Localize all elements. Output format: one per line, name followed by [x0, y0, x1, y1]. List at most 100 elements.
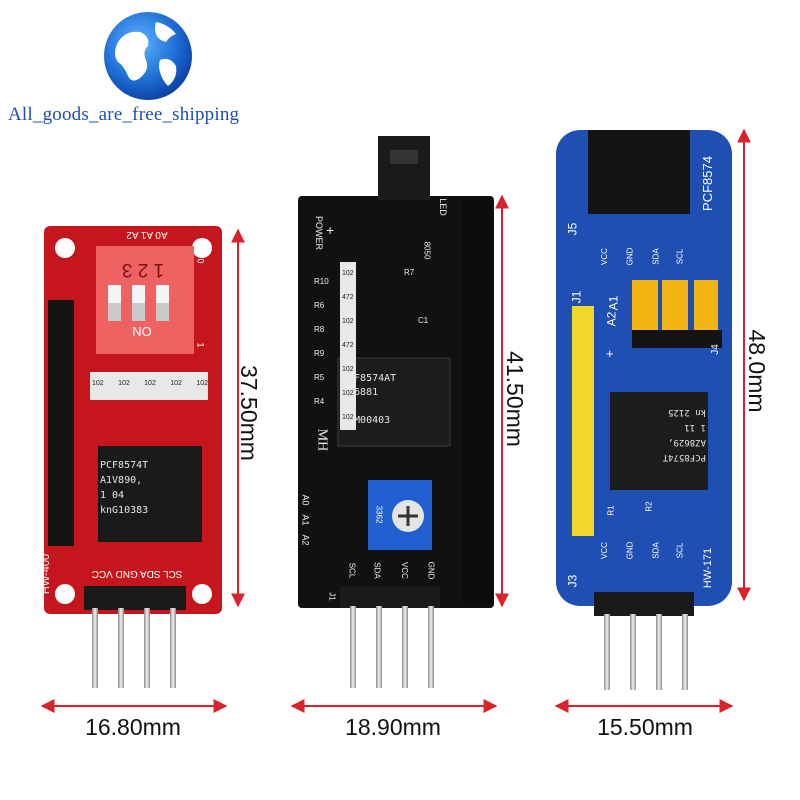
resistor-name: R9 [314, 349, 325, 358]
left-pin-header [48, 300, 74, 546]
blue-top-pin-labels: VCC GND SDA SCL [596, 248, 688, 266]
pot-label: 3362 [374, 505, 384, 524]
dip-switch [96, 246, 194, 354]
blue-chip-line-2: AZ8629, [668, 437, 706, 447]
black-j1-label: J1 [327, 592, 337, 601]
red-width-label: 16.80mm [85, 714, 181, 740]
blue-chip-line-1: PCF8574T [662, 452, 706, 462]
resistor-name: R8 [314, 325, 325, 334]
dip-numbers: 1 2 3 [121, 259, 165, 280]
blue-width-label: 15.50mm [597, 714, 693, 740]
blue-bottom-pin-header [594, 592, 694, 690]
blue-top-chip-label: PCF8574 [699, 156, 715, 211]
address-jumpers [632, 280, 722, 348]
resistor-value: 472 [342, 294, 354, 301]
resistor-value: 102 [342, 390, 354, 397]
yellow-side-header [572, 306, 594, 536]
blue-height-label: 48.0mm [744, 329, 770, 413]
blue-chip-marking: PCF8574T AZ8629, 1 11 kn 2125 [616, 404, 706, 464]
bottom-pin-header [84, 586, 186, 688]
resistor-name: R5 [314, 373, 325, 382]
side-one: 1 [195, 342, 206, 348]
pcf8574t-chip-blue [610, 392, 708, 490]
red-resistor-value: 102 [118, 380, 130, 387]
side-zero: 0 [195, 258, 206, 264]
black-resistor-values: 102 472 102 472 102 102 102 [340, 262, 356, 430]
address-label: A1 [300, 514, 311, 526]
top-female-header [588, 130, 690, 214]
pin-label: SCL [347, 562, 357, 579]
resistor-value: 102 [342, 318, 354, 325]
right-pin-header-16 [462, 198, 492, 604]
c1-label: C1 [418, 316, 429, 325]
red-resistor-values: 102 102 102 102 102 [92, 380, 208, 387]
resistor-name: R6 [314, 301, 325, 310]
pin-label: GND [625, 247, 635, 266]
pin-label: SDA [651, 248, 661, 265]
led-label: LED [437, 198, 448, 216]
address-label: A2 [300, 534, 311, 546]
pin-label: VCC [399, 562, 409, 579]
red-resistor-value: 102 [92, 380, 104, 387]
black-address-labels: A0 A1 A2 [300, 490, 311, 550]
dimension-arrows [40, 128, 751, 713]
black-chip-line-3: 02 [342, 400, 452, 414]
red-chip-line-2: A1V890, [100, 475, 143, 486]
blue-bottom-pin-labels: VCC GND SDA SCL [596, 542, 688, 560]
address-labels: A0 A1 A2 [126, 229, 168, 240]
address-label: A0 [300, 494, 311, 506]
red-chip-line-4: knG10383 [100, 505, 149, 516]
pin-label: SCL [675, 248, 685, 265]
red-resistor-value: 102 [144, 380, 156, 387]
blue-chip-line-3: 1 11 [684, 422, 706, 432]
led-jumper [378, 136, 430, 200]
blue-board-module [556, 130, 732, 690]
pin-label: GND [426, 561, 436, 580]
blue-plus-label: + [606, 346, 614, 361]
black-chip-line-4: knM00403 [342, 415, 391, 426]
j5-label: J5 [565, 222, 580, 236]
pcf8574t-chip [98, 446, 202, 542]
resistor-name: R4 [314, 397, 325, 406]
pin-label: SDA [373, 562, 383, 579]
r2-label: R2 [644, 501, 654, 512]
blue-j1-label: J1 [569, 290, 584, 304]
globe-logo-icon [104, 12, 192, 100]
j3-label: J3 [565, 574, 580, 588]
red-chip-name-label: PCF8574 [31, 552, 43, 595]
pin-label: VCC [599, 248, 609, 265]
j4-label: J4 [709, 344, 721, 355]
pcf8574at-chip [337, 357, 451, 447]
a2-label: A2 [604, 311, 619, 327]
red-resistor-value: 102 [196, 380, 208, 387]
black-plus-label: + [326, 222, 335, 238]
black-pin-labels: SCL SDA VCC GND [344, 562, 440, 580]
resistor-name: R10 [314, 277, 329, 286]
red-resistor-value: 102 [170, 380, 182, 387]
red-chip-marking: PCF8574T A1V890, 1 04 knG10383 [100, 458, 200, 518]
pin-label: SDA [651, 542, 661, 559]
red-chip-line-1: PCF8574T [100, 460, 149, 471]
pin-label: GND [625, 541, 635, 560]
black-chip-line-1: PCF8574AT [342, 373, 397, 384]
a1-label: A1 [606, 295, 621, 311]
potentiometer [368, 480, 432, 550]
black-resistor-names: R10 R6 R8 R9 R5 R4 [314, 270, 329, 414]
red-board-module [44, 226, 222, 688]
transistor-label: 8050 [422, 241, 432, 260]
power-label: POWER [314, 215, 325, 251]
black-bottom-pin-header [340, 586, 440, 688]
black-width-label: 18.90mm [345, 714, 441, 740]
resistor-value: 472 [342, 342, 354, 349]
resistor-value: 102 [342, 270, 354, 277]
mh-label: MH [314, 428, 330, 452]
red-pin-labels: SCL SDA GND VCC [91, 568, 183, 579]
resistor-array [90, 372, 208, 400]
black-chip-marking: PCF8574AT K36881 02 knM00403 [342, 372, 452, 428]
black-chip-line-2: K36881 [342, 387, 379, 398]
red-height-label: 37.50mm [236, 365, 262, 461]
dip-on-label: ON [132, 324, 152, 339]
black-height-label: 41.50mm [502, 351, 528, 447]
r7-label: R7 [404, 268, 415, 277]
red-chip-line-3: 1 04 [100, 490, 125, 501]
